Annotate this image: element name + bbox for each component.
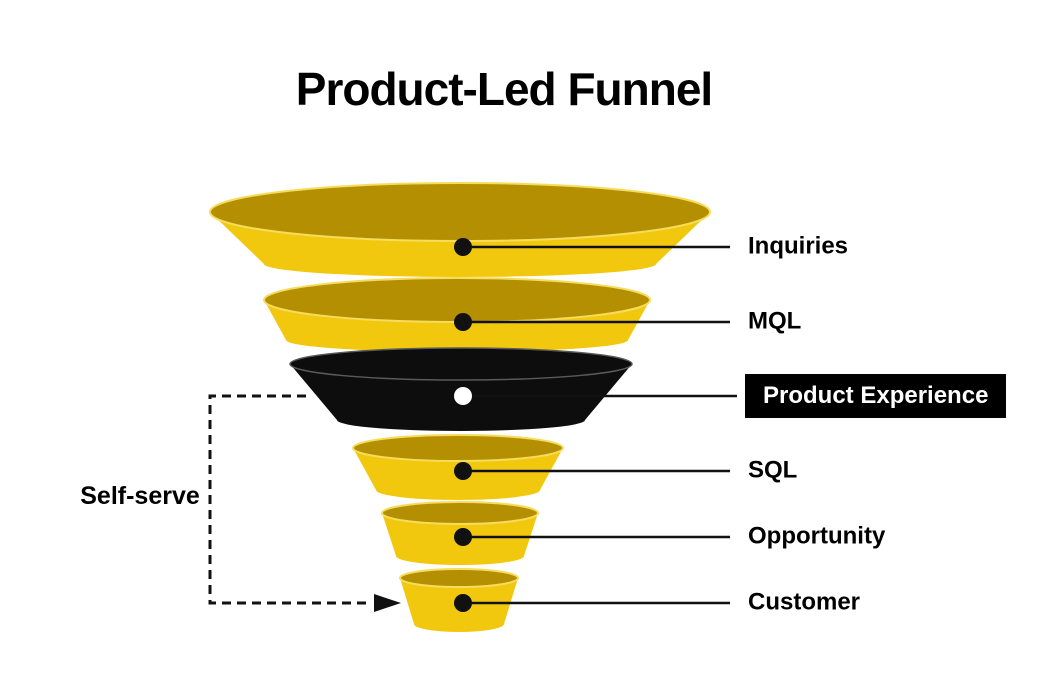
funnel-stage-customer-shape <box>399 568 519 632</box>
stage-label-sql: SQL <box>748 456 798 484</box>
dashed-bracket-path <box>208 394 372 605</box>
stage-opening <box>381 501 539 525</box>
funnel-stage-mql-shape <box>263 277 651 352</box>
arrowhead-icon <box>374 594 401 612</box>
leader-product-experience <box>454 387 737 405</box>
leader-inquiries <box>454 238 730 256</box>
funnel-stage-inquiries-shape <box>209 182 711 277</box>
leader-mql <box>454 313 730 331</box>
diagram-title: Product-Led Funnel <box>295 63 713 115</box>
leader-dot <box>454 238 472 256</box>
stage-label-inquiries: Inquiries <box>748 232 849 260</box>
leader-dot-white <box>454 387 472 405</box>
leader-dot <box>454 594 472 612</box>
leader-dot <box>454 462 472 480</box>
stage-opening <box>399 568 519 588</box>
stage-label-product-experience: Product Experience <box>745 374 1007 418</box>
leader-customer <box>454 594 730 612</box>
stage-label-customer: Customer <box>748 588 861 616</box>
stage-label-opportunity: Opportunity <box>748 522 886 550</box>
stage-opening <box>289 347 633 381</box>
stage-label-mql: MQL <box>748 307 802 335</box>
leader-sql <box>454 462 730 480</box>
stage-opening <box>209 182 711 242</box>
leader-dot <box>454 313 472 331</box>
leader-opportunity <box>454 528 730 546</box>
stage-opening <box>352 434 564 462</box>
self-serve-bracket <box>208 394 401 612</box>
leader-dot <box>454 528 472 546</box>
self-serve-label: Self-serve <box>80 481 200 510</box>
